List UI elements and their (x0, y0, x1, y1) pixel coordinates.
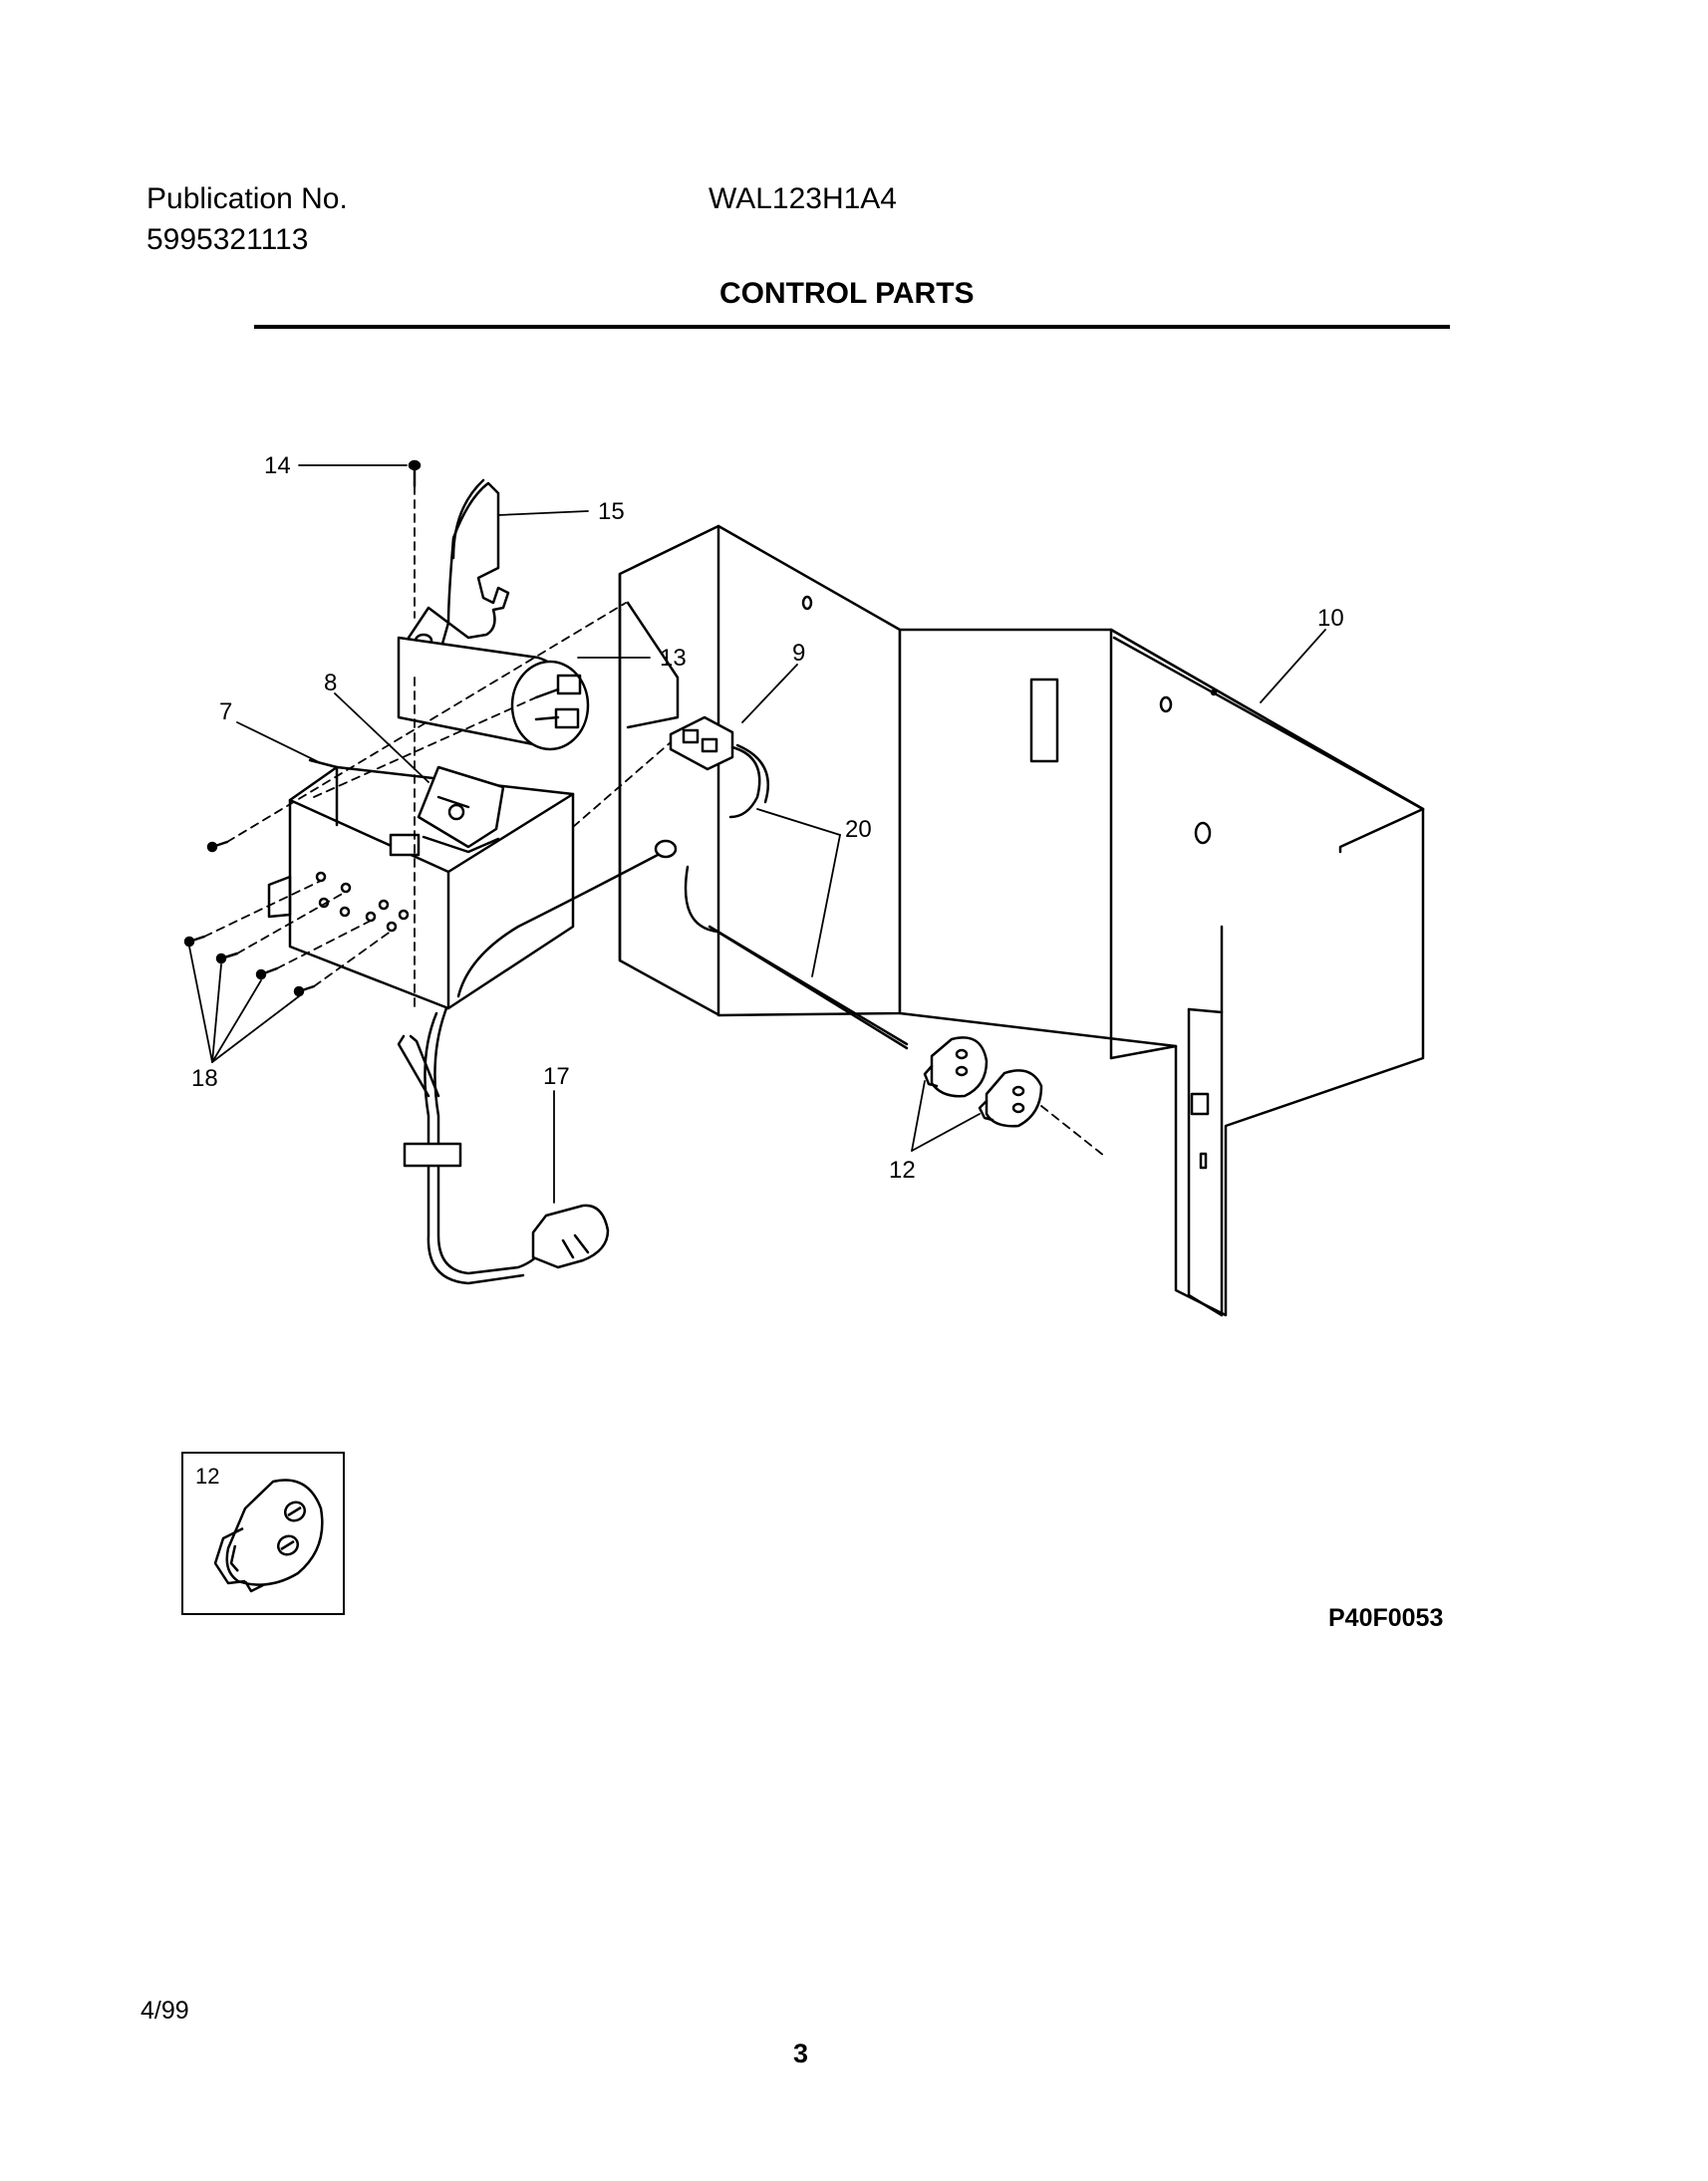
clip-detail-drawing: 12 (195, 1464, 324, 1593)
callout-labels: 14 15 13 8 7 9 10 20 18 17 12 (191, 452, 1344, 1184)
figure-code: P40F0053 (1328, 1604, 1444, 1632)
part-18-screws (183, 840, 316, 997)
part-10-control-housing (618, 524, 1425, 1317)
part-9-switch (669, 715, 770, 819)
part-17-power-cord (397, 1006, 610, 1285)
callout-7: 7 (219, 698, 232, 725)
part-15-strap (404, 478, 510, 670)
part-8-thermostat (389, 765, 505, 857)
part-20-sensor-lead (684, 865, 909, 1050)
section-title: CONTROL PARTS (719, 277, 975, 310)
model-number: WAL123H1A4 (709, 182, 897, 215)
ground-wire (456, 839, 678, 998)
part-13-capacitor (397, 636, 590, 751)
footer-date: 4/99 (141, 1997, 189, 2025)
assembly-lines (203, 485, 1105, 1157)
detail-inset-part-12: 12 (181, 1452, 345, 1615)
callout-12: 12 (889, 1157, 916, 1184)
callout-14: 14 (264, 452, 291, 479)
part-14-screw (408, 459, 422, 488)
detail-inset-label: 12 (195, 1464, 219, 1489)
callout-10: 10 (1317, 605, 1344, 632)
part-12-clips (923, 1036, 1043, 1128)
callout-20: 20 (845, 816, 872, 843)
page-number: 3 (793, 2039, 809, 2068)
callout-8: 8 (324, 670, 337, 696)
title-rule (254, 325, 1450, 329)
publication-label: Publication No. (146, 182, 348, 215)
callout-15: 15 (598, 498, 625, 525)
callout-9: 9 (792, 640, 805, 667)
callout-17: 17 (543, 1063, 570, 1090)
callout-18: 18 (191, 1065, 218, 1092)
publication-number: 5995321113 (146, 223, 309, 256)
leader-lines (188, 464, 1326, 1204)
callout-13: 13 (660, 645, 687, 672)
